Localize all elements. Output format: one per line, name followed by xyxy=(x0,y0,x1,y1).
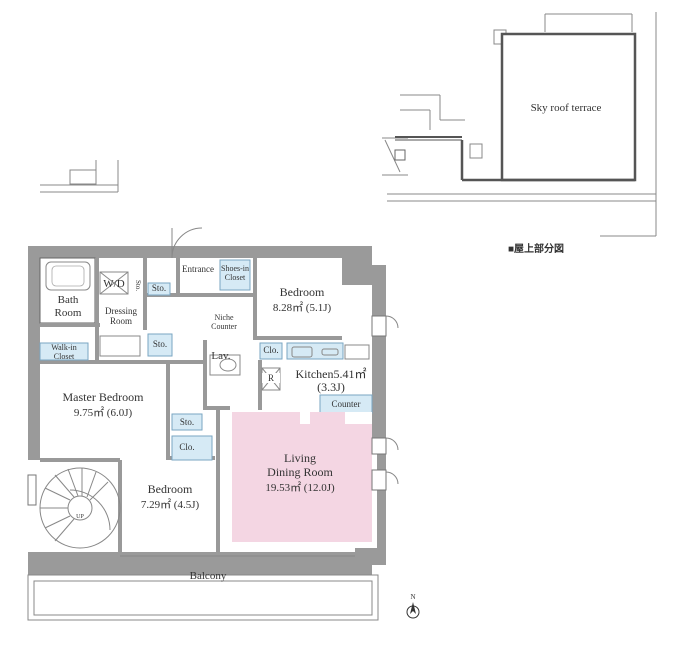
roof-section-title: ■屋上部分図 xyxy=(508,244,565,255)
stair-detail xyxy=(40,160,119,193)
sto-label-3: Sto. xyxy=(179,417,195,427)
bedroom-ne-name: Bedroom xyxy=(279,285,325,299)
spiral-stair xyxy=(39,467,121,549)
sto-label-2: Sto. xyxy=(152,339,168,349)
counter-label: Counter xyxy=(331,399,361,409)
balcony-label: Balcony xyxy=(189,570,227,582)
interior-walls xyxy=(40,258,342,552)
wd-label: W/D xyxy=(103,278,125,290)
compass-n-label: N xyxy=(410,593,416,601)
refrigerator-label: R xyxy=(262,373,280,384)
sto-small-label: Sto. xyxy=(134,280,142,292)
clo-label-1: Clo. xyxy=(263,345,279,355)
windows xyxy=(27,315,387,506)
stair-up-label: UP xyxy=(76,514,84,520)
kitchen-name: Kitchen5.41㎡ xyxy=(295,367,367,381)
lav-label: Lav. xyxy=(211,350,231,362)
living-dining-area: 19.53㎡ (12.0J) xyxy=(265,482,335,494)
living-room-fill xyxy=(232,412,372,542)
sto-label-1: Sto. xyxy=(151,283,167,293)
master-bedroom-name: Master Bedroom xyxy=(62,390,144,404)
entrance-label: Entrance xyxy=(182,264,214,274)
clo-label-2: Clo. xyxy=(179,442,195,452)
balcony-outline xyxy=(27,555,379,621)
bedroom-ne-area: 8.28㎡ (5.1J) xyxy=(272,302,332,314)
compass-icon xyxy=(406,602,420,619)
kitchen-area: (3.3J) xyxy=(317,380,345,394)
sky-roof-terrace-label: Sky roof terrace xyxy=(530,102,602,114)
master-bedroom-area: 9.75㎡ (6.0J) xyxy=(73,407,133,419)
bedroom-s-area: 7.29㎡ (4.5J) xyxy=(140,499,200,511)
bedroom-s-name: Bedroom xyxy=(147,482,193,496)
